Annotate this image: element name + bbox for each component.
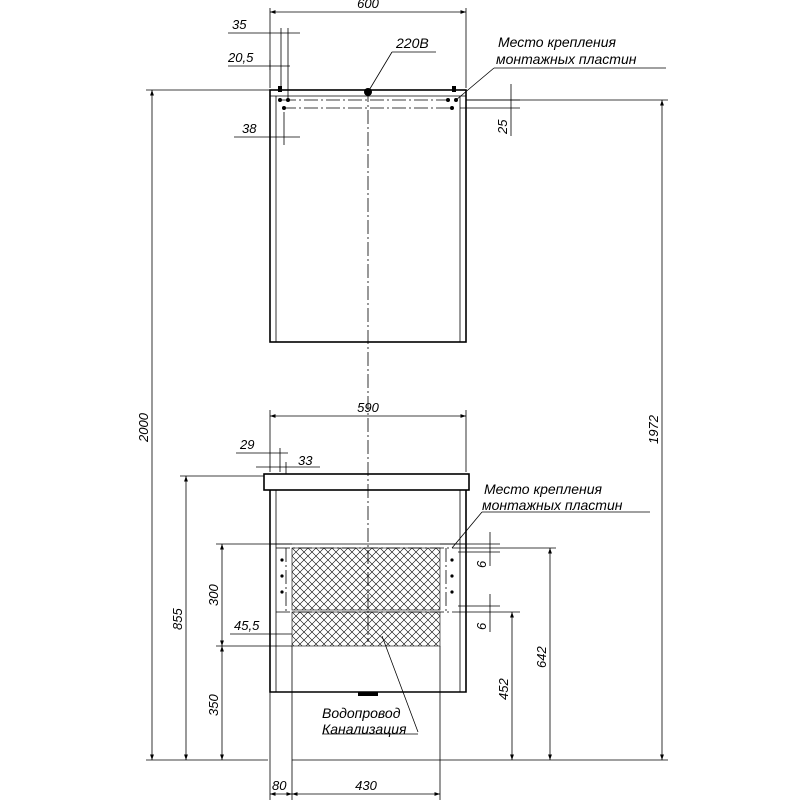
dim-35-label: 35: [232, 17, 247, 32]
dim-600-label: 600: [357, 0, 379, 11]
water-label: Водопровод: [322, 705, 401, 721]
dim-452-label: 452: [496, 678, 511, 700]
hatch-zone-upper: [291, 547, 441, 611]
vanity-foot: [358, 692, 378, 696]
bottom-mount-note-line2: монтажных пластин: [482, 497, 623, 513]
dim-642-label: 642: [534, 646, 549, 668]
bottom-mount-leader: [451, 511, 483, 549]
bottom-mount-holes: [280, 558, 454, 594]
dim-45-5-label: 45,5: [234, 618, 260, 633]
dim-20-5-label: 20,5: [227, 50, 254, 65]
dim-38-label: 38: [242, 121, 257, 136]
dim-80-label: 80: [272, 778, 287, 793]
countertop: [263, 473, 470, 491]
top-mount-note-line2: монтажных пластин: [496, 51, 637, 67]
overall-dimensions: 2000 1972: [136, 89, 668, 761]
dim-430-label: 430: [355, 778, 377, 793]
drain-label: Канализация: [322, 721, 407, 737]
top-unit: 220В 600 35 20,5 38 25 Место крепления м…: [227, 0, 666, 343]
dim-855-label: 855: [170, 608, 185, 630]
dim-6-upper-label: 6: [474, 560, 489, 568]
dim-29-label: 29: [239, 437, 254, 452]
dim-1972-label: 1972: [646, 414, 661, 444]
water-drain-leader: [381, 635, 419, 733]
dim-2000-label: 2000: [136, 412, 151, 443]
top-mount-note-line1: Место крепления: [498, 34, 617, 50]
power-label: 220В: [395, 35, 429, 51]
bottom-mount-note-line1: Место крепления: [484, 481, 603, 497]
dim-300-label: 300: [206, 584, 221, 606]
bottom-unit: 590 29 33 Место крепления монтажных плас…: [170, 400, 650, 800]
dim-6-lower-label: 6: [474, 622, 489, 630]
dim-350-label: 350: [206, 694, 221, 716]
power-leader: [367, 51, 393, 93]
hatch-zone-lower: [291, 611, 441, 647]
top-mount-leader: [455, 67, 495, 101]
dim-25-label: 25: [495, 119, 510, 135]
dim-33-label: 33: [298, 453, 313, 468]
dim-590-label: 590: [357, 400, 379, 415]
